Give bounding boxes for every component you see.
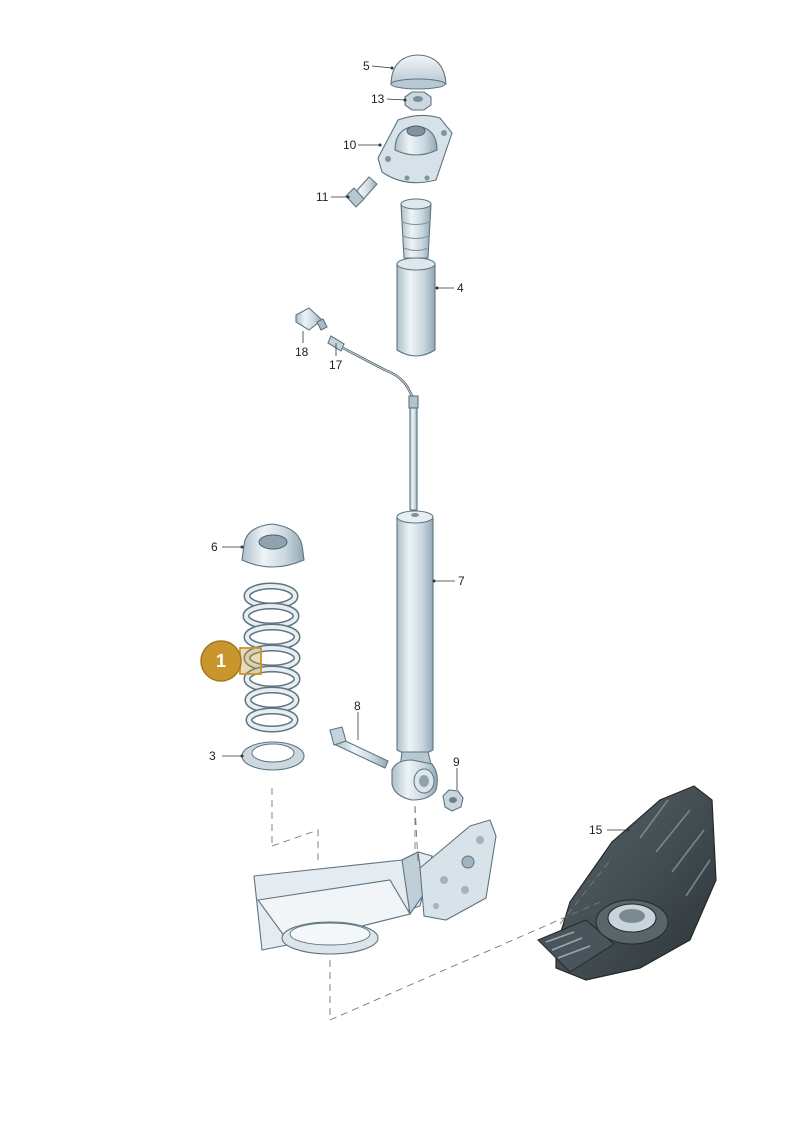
- callout-15: 15: [589, 823, 603, 837]
- top-nut-part: [404, 91, 432, 111]
- callout-7: 7: [458, 574, 465, 588]
- highlight-badge-label: 1: [216, 651, 226, 671]
- shock-absorber-part: [391, 395, 438, 801]
- callout-3: 3: [209, 749, 216, 763]
- mount-bolt-part: [345, 176, 378, 208]
- callout-8: 8: [354, 699, 361, 713]
- callout-6: 6: [211, 540, 218, 554]
- lower-nut-part: [442, 789, 464, 812]
- callout-labels: 5 13 10 11 4 18 17 6 7 8 3 9 15: [209, 59, 603, 837]
- highlight-badge[interactable]: 1: [200, 640, 242, 682]
- callout-leader-lines: [222, 65, 630, 832]
- callout-13: 13: [371, 92, 385, 106]
- callout-10: 10: [343, 138, 357, 152]
- lower-bolt-part: [329, 726, 389, 769]
- callout-18: 18: [295, 345, 309, 359]
- lower-spring-seat-part: [241, 741, 305, 771]
- coil-spring-part: [239, 582, 301, 733]
- wheel-arch-liner-part: [537, 785, 717, 981]
- protective-cap-part: [390, 54, 447, 90]
- callout-9: 9: [453, 755, 460, 769]
- upper-spring-seat-part: [241, 523, 305, 568]
- callout-17: 17: [329, 358, 343, 372]
- rear-axle-beam-part: [253, 819, 497, 955]
- bump-stop-dust-boot-part: [396, 198, 436, 357]
- assembly-dash-lines: [271, 788, 613, 1021]
- callout-4: 4: [457, 281, 464, 295]
- callout-5: 5: [363, 59, 370, 73]
- strut-mount-part: [377, 114, 453, 184]
- callout-11: 11: [316, 190, 329, 204]
- sensor-connector-part: [295, 307, 328, 331]
